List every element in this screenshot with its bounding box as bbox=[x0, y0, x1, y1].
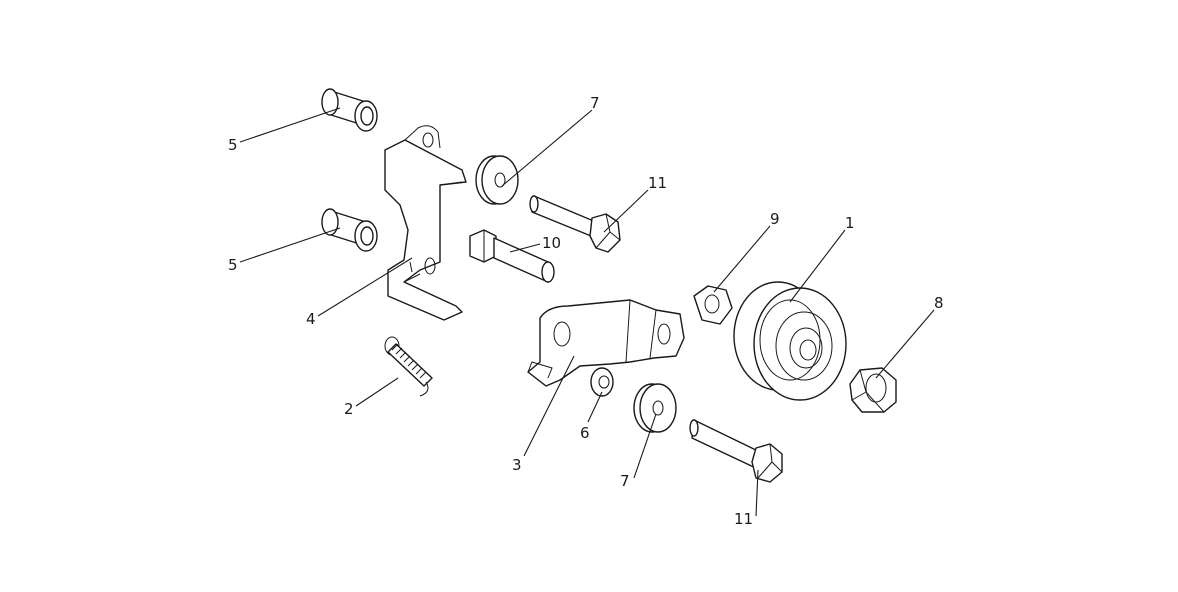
leader-lines bbox=[239, 107, 935, 517]
callout-5-upper: 5 bbox=[228, 136, 238, 154]
callout-7-upper: 7 bbox=[590, 94, 600, 112]
idler-arm bbox=[527, 299, 685, 387]
leader-5b bbox=[239, 227, 341, 263]
callout-2: 2 bbox=[344, 400, 354, 418]
callout-4: 4 bbox=[306, 310, 316, 328]
leader-8 bbox=[875, 309, 935, 379]
idler-pulley bbox=[733, 281, 847, 401]
spacer-tube-lower bbox=[321, 208, 378, 252]
callout-10: 10 bbox=[542, 234, 561, 252]
leader-3 bbox=[523, 355, 575, 457]
bent-bracket bbox=[384, 125, 467, 321]
tension-spring bbox=[384, 336, 433, 397]
callout-5-lower: 5 bbox=[228, 256, 238, 274]
callout-7-lower: 7 bbox=[620, 472, 630, 490]
callout-labels: 1 2 3 4 5 5 6 7 7 8 9 10 11 11 bbox=[228, 94, 944, 528]
leader-6 bbox=[587, 391, 603, 423]
callout-9: 9 bbox=[770, 210, 780, 228]
leader-9 bbox=[713, 225, 771, 293]
small-washer bbox=[590, 367, 614, 397]
leader-10 bbox=[509, 243, 541, 253]
callout-1: 1 bbox=[845, 214, 855, 232]
hex-bolt-lower bbox=[689, 419, 783, 483]
leader-4 bbox=[317, 257, 413, 317]
leader-7b bbox=[633, 413, 657, 479]
hex-nut bbox=[693, 285, 733, 325]
callout-3: 3 bbox=[512, 456, 522, 474]
callout-6: 6 bbox=[580, 424, 590, 442]
flat-washer-upper bbox=[475, 155, 519, 205]
hex-bolt-medium bbox=[469, 229, 555, 283]
callout-11-upper: 11 bbox=[648, 174, 667, 192]
leader-11b bbox=[755, 469, 759, 517]
lock-nut bbox=[849, 367, 897, 413]
flat-washer-lower bbox=[633, 383, 677, 433]
leader-11a bbox=[603, 189, 649, 233]
leader-7a bbox=[501, 109, 593, 187]
leader-2 bbox=[355, 377, 399, 407]
callout-11-lower: 11 bbox=[734, 510, 753, 528]
callout-8: 8 bbox=[934, 294, 944, 312]
leader-1 bbox=[789, 229, 846, 303]
spacer-tube-upper bbox=[321, 88, 378, 132]
leader-5a bbox=[239, 107, 341, 143]
